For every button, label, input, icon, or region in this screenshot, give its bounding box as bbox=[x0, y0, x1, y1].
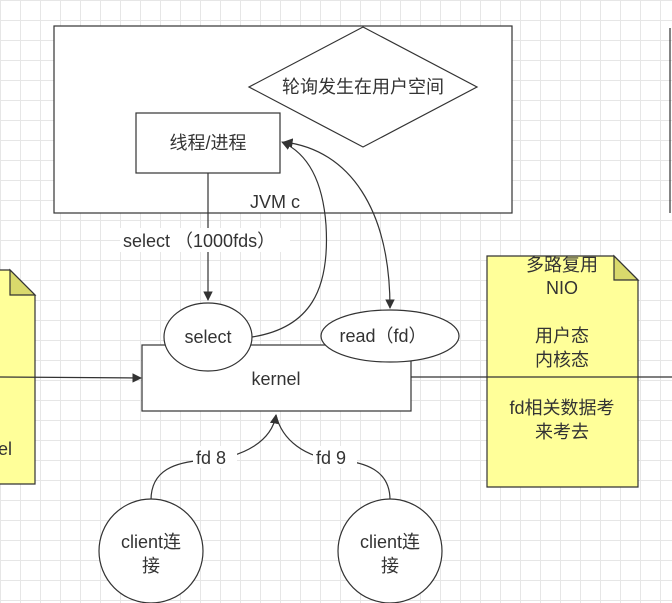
polling-diamond-label: 轮询发生在用户空间 bbox=[282, 77, 444, 97]
note-line-back-forth: 来考去 bbox=[535, 422, 589, 442]
select-label-bg bbox=[120, 228, 290, 252]
client2-circle: client连 接 bbox=[337, 498, 443, 603]
select-ellipse: select bbox=[163, 302, 253, 372]
client2-label-line1: client连 bbox=[360, 532, 420, 552]
client1-label-line2: 接 bbox=[142, 556, 160, 576]
thread-process-box: 线程/进程 bbox=[135, 112, 281, 174]
fd9-label-bg bbox=[313, 446, 357, 468]
nio-note: 多路复用 NIO 用户态 内核态 fd相关数据考 来考去 bbox=[486, 254, 640, 488]
left-note-text: el bbox=[0, 439, 12, 459]
select-fds-label: select （1000fds） bbox=[123, 231, 275, 251]
jvm-label: JVM c bbox=[250, 192, 300, 212]
note-line-kernel-mode: 内核态 bbox=[535, 350, 589, 370]
kernel-label: kernel bbox=[251, 369, 300, 389]
fd9-label: fd 9 bbox=[316, 448, 346, 468]
select-ellipse-label: select bbox=[184, 327, 231, 347]
user-space-container bbox=[53, 25, 513, 214]
note-line-multiplex: 多路复用 bbox=[526, 255, 598, 275]
fd8-label: fd 8 bbox=[196, 448, 226, 468]
note-line-fd-data: fd相关数据考 bbox=[509, 398, 614, 418]
read-ellipse: read（fd） bbox=[320, 309, 460, 363]
fd8-label-bg bbox=[193, 446, 237, 468]
client1-label-line1: client连 bbox=[121, 532, 181, 552]
note-line-user-mode: 用户态 bbox=[535, 326, 589, 346]
polling-diamond: 轮询发生在用户空间 bbox=[247, 26, 479, 148]
thread-read-double-arrow bbox=[283, 138, 395, 309]
client1-circle: client连 接 bbox=[98, 498, 204, 603]
client2-label-line2: 接 bbox=[381, 556, 399, 576]
thread-process-label: 线程/进程 bbox=[169, 133, 246, 153]
read-ellipse-label: read（fd） bbox=[339, 326, 426, 346]
note-line-nio: NIO bbox=[546, 278, 578, 298]
left-input-arrow bbox=[0, 373, 142, 383]
